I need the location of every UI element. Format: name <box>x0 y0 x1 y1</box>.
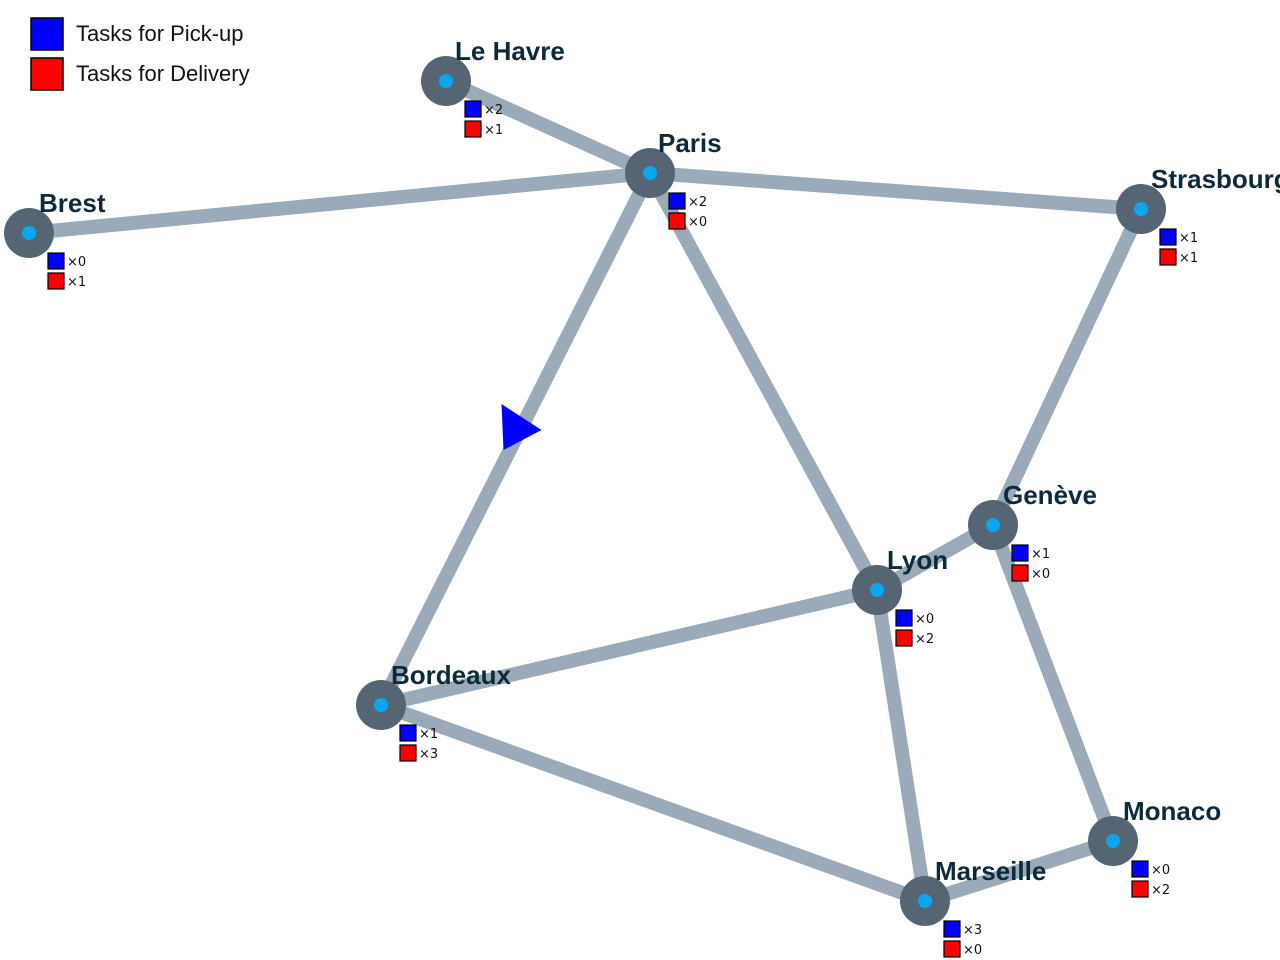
road-le-havre-paris <box>439 74 657 180</box>
pickup-count: ×0 <box>1151 863 1170 878</box>
pickup-count: ×3 <box>963 923 982 938</box>
city-node-center <box>439 74 453 88</box>
city-node-center <box>1106 834 1120 848</box>
delivery-count: ×0 <box>688 215 707 230</box>
pickup-task-icon <box>464 100 482 118</box>
city-lyon[interactable]: Lyon ×0 ×2 <box>852 545 948 647</box>
pickup-count: ×2 <box>688 195 707 210</box>
city-name-label: Marseille <box>935 856 1046 886</box>
city-name-label: Paris <box>658 128 722 158</box>
delivery-task-icon <box>464 120 482 138</box>
delivery-count: ×1 <box>67 275 86 290</box>
pickup-count: ×1 <box>419 727 438 742</box>
pickup-task-icon <box>668 192 686 210</box>
delivery-count: ×1 <box>1179 251 1198 266</box>
road-lyon-marseille <box>870 583 932 908</box>
city-name-label: Bordeaux <box>391 660 511 690</box>
legend-pickup-label: Tasks for Pick-up <box>76 21 244 46</box>
road-paris-strasbourg <box>643 166 1148 216</box>
legend-delivery-swatch <box>30 57 64 91</box>
city-node-center <box>643 166 657 180</box>
city-name-label: Genève <box>1003 480 1097 510</box>
road-lyon-bordeaux <box>374 583 884 712</box>
delivery-task-icon <box>1131 880 1149 898</box>
pickup-task-icon <box>1011 544 1029 562</box>
vehicle-layer <box>501 404 542 450</box>
road-bordeaux-marseille <box>374 698 932 908</box>
road-strasbourg-geneve <box>986 202 1148 532</box>
delivery-task-icon <box>668 212 686 230</box>
city-strasbourg[interactable]: Strasbourg ×1 ×1 <box>1116 164 1280 266</box>
delivery-count: ×2 <box>915 632 934 647</box>
delivery-task-icon <box>1159 248 1177 266</box>
city-le-havre[interactable]: Le Havre ×2 ×1 <box>421 36 565 138</box>
road-paris-lyon <box>643 166 884 597</box>
city-marseille[interactable]: Marseille ×3 ×0 <box>900 856 1046 958</box>
city-paris[interactable]: Paris ×2 ×0 <box>625 128 722 230</box>
delivery-task-icon <box>943 940 961 958</box>
pickup-task-icon <box>399 724 417 742</box>
city-name-label: Le Havre <box>455 36 565 66</box>
delivery-count: ×0 <box>1031 567 1050 582</box>
pickup-task-icon <box>47 252 65 270</box>
delivery-task-icon <box>895 629 913 647</box>
city-name-label: Lyon <box>887 545 948 575</box>
pickup-task-icon <box>943 920 961 938</box>
city-brest[interactable]: Brest ×0 ×1 <box>4 188 106 290</box>
city-name-label: Monaco <box>1123 796 1221 826</box>
pickup-count: ×0 <box>915 612 934 627</box>
delivery-task-icon <box>399 744 417 762</box>
delivery-task-icon <box>47 272 65 290</box>
city-node-center <box>1134 202 1148 216</box>
pickup-task-icon <box>1131 860 1149 878</box>
pickup-count: ×1 <box>1179 231 1198 246</box>
legend: Tasks for Pick-up Tasks for Delivery <box>30 17 250 91</box>
pickup-count: ×1 <box>1031 547 1050 562</box>
city-name-label: Brest <box>39 188 106 218</box>
city-geneve[interactable]: Genève ×1 ×0 <box>968 480 1097 582</box>
road-marseille-monaco <box>918 834 1120 908</box>
pickup-count: ×0 <box>67 255 86 270</box>
pickup-task-icon <box>1159 228 1177 246</box>
city-monaco[interactable]: Monaco ×0 ×2 <box>1088 796 1221 898</box>
city-node-center <box>986 518 1000 532</box>
delivery-count: ×0 <box>963 943 982 958</box>
delivery-count: ×1 <box>484 123 503 138</box>
delivery-count: ×2 <box>1151 883 1170 898</box>
delivery-count: ×3 <box>419 747 438 762</box>
legend-delivery-label: Tasks for Delivery <box>76 61 250 86</box>
road-brest-paris <box>22 166 657 240</box>
vehicle-icon[interactable] <box>501 404 542 450</box>
roads-layer <box>22 74 1148 908</box>
city-node-center <box>374 698 388 712</box>
road-geneve-monaco <box>986 518 1120 848</box>
city-node-center <box>918 894 932 908</box>
pickup-task-icon <box>895 609 913 627</box>
delivery-task-icon <box>1011 564 1029 582</box>
legend-pickup-swatch <box>30 17 64 51</box>
pickup-count: ×2 <box>484 103 503 118</box>
city-name-label: Strasbourg <box>1151 164 1280 194</box>
city-node-center <box>22 226 36 240</box>
city-bordeaux[interactable]: Bordeaux ×1 ×3 <box>356 660 511 762</box>
city-node-center <box>870 583 884 597</box>
